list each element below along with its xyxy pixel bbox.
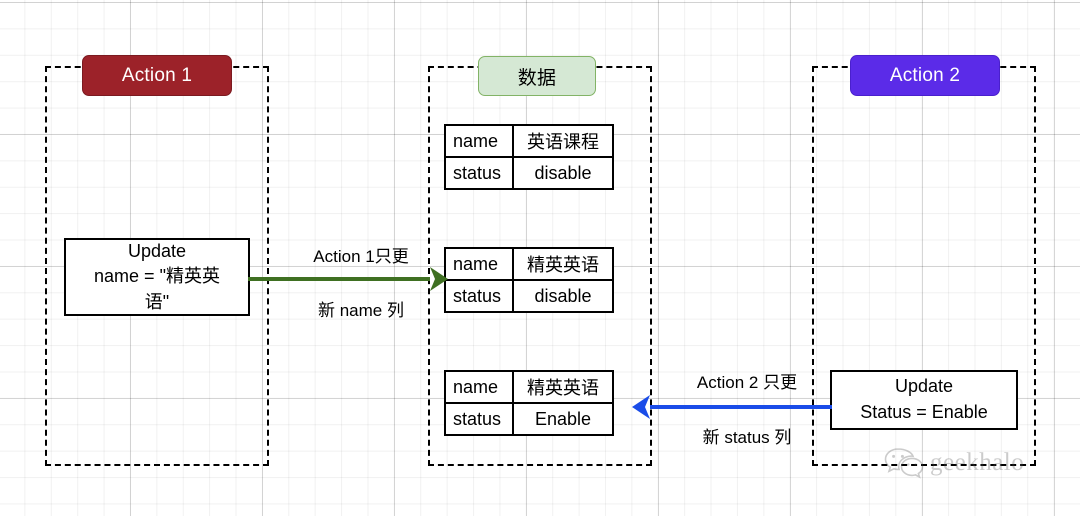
table-cell-value: Enable <box>512 402 614 436</box>
table-cell-value: 精英英语 <box>512 370 614 404</box>
lane-header-action1[interactable]: Action 1 <box>82 55 232 96</box>
table-cell-key: name <box>444 124 514 158</box>
table-cell-value: disable <box>512 279 614 313</box>
arrow-label-green-bottom: 新 name 列 <box>318 301 404 320</box>
table-cell-key: status <box>444 279 514 313</box>
op-box-update-name[interactable]: Update name = "精英英 语" <box>64 238 250 316</box>
table-row: name 英语课程 <box>444 124 614 158</box>
op-box-update-status[interactable]: Update Status = Enable <box>830 370 1018 430</box>
table-cell-key: name <box>444 370 514 404</box>
table-cell-key: name <box>444 247 514 281</box>
arrow-label-blue-top: Action 2 只更 <box>696 373 798 392</box>
op-update-status-line1: Update <box>894 376 954 397</box>
table-row: status disable <box>444 156 614 190</box>
table-row: status Enable <box>444 402 614 436</box>
table-cell-key: status <box>444 156 514 190</box>
arrow-action1-to-data <box>248 267 448 291</box>
arrow-label-blue-bottom: 新 status 列 <box>702 428 792 447</box>
table-cell-key: status <box>444 402 514 436</box>
lane-header-action2[interactable]: Action 2 <box>850 55 1000 96</box>
data-table-after-action1: name 精英英语 status disable <box>444 247 614 313</box>
op-update-name-line1: Update <box>127 240 187 261</box>
table-row: name 精英英语 <box>444 247 614 281</box>
table-cell-value: 精英英语 <box>512 247 614 281</box>
table-row: name 精英英语 <box>444 370 614 404</box>
table-cell-value: 英语课程 <box>512 124 614 158</box>
op-update-name-line3: 语" <box>144 291 170 312</box>
arrow-action2-to-data <box>632 395 832 419</box>
arrow-label-green-top: Action 1只更 <box>313 247 409 266</box>
data-table-after-action2: name 精英英语 status Enable <box>444 370 614 436</box>
data-table-initial: name 英语课程 status disable <box>444 124 614 190</box>
op-update-name-line2: name = "精英英 <box>94 266 220 287</box>
op-update-status-line2: Status = Enable <box>860 402 988 422</box>
table-row: status disable <box>444 279 614 313</box>
lane-header-data[interactable]: 数据 <box>478 56 596 96</box>
table-cell-value: disable <box>512 156 614 190</box>
